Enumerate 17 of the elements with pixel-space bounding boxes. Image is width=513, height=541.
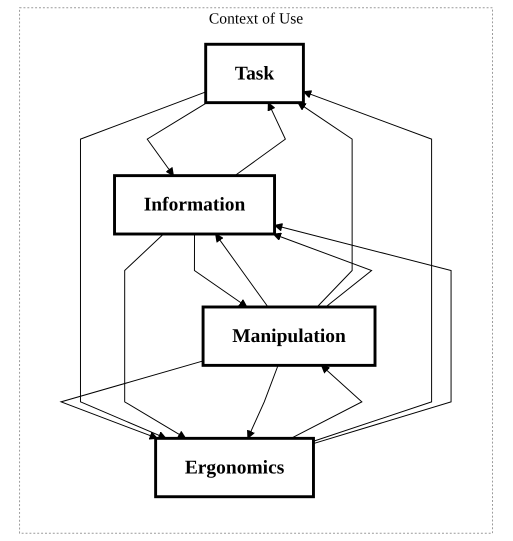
arrow [298,102,354,308]
node-box: Task [204,42,306,104]
arrow [291,364,364,439]
arrow [248,364,279,439]
arrow [146,102,208,176]
arrow [194,234,248,308]
arrow [274,223,452,444]
arrow [60,360,204,440]
arrow [303,90,433,442]
arrow [273,232,374,308]
node-box: Manipulation [202,306,377,367]
arrow [80,91,207,440]
arrow [216,234,269,308]
arrow [234,102,286,176]
node-box: Information [114,174,276,236]
node-box: Ergonomics [154,436,316,498]
arrow [124,234,187,439]
